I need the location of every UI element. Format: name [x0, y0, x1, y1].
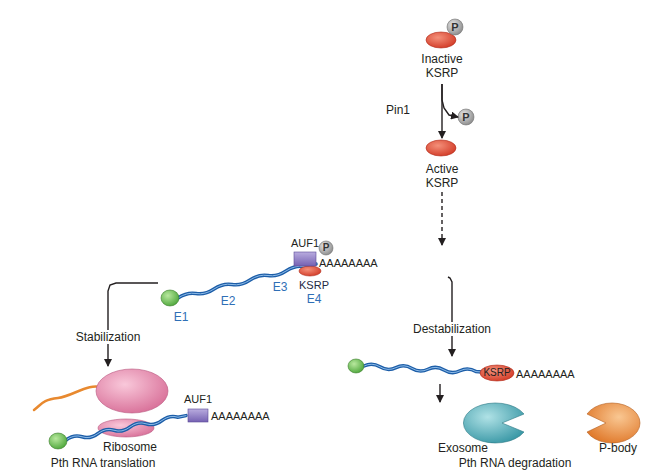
node-text: P: [458, 110, 474, 124]
phosphate-group: P: [447, 19, 463, 35]
ribosome: Ribosome: [88, 366, 172, 454]
ksrp-protein: Inactive KSRP P: [414, 16, 470, 84]
mrna-cap: [161, 290, 179, 306]
mrna-cap: [49, 433, 67, 449]
mrna-highlight: [178, 264, 316, 298]
phosphate-group: P: [458, 109, 474, 125]
arrow-connector: [448, 277, 452, 356]
node-text: P-body: [590, 441, 646, 455]
ksrp-protein: KSRP: [480, 366, 514, 380]
arrow-connector: [439, 384, 440, 402]
node-text: Inactive KSRP: [414, 52, 470, 80]
node-text: AAAAAAAA: [211, 409, 287, 423]
phosphate-group: P: [319, 241, 333, 255]
auf1-protein: AUF1: [182, 392, 214, 422]
exosome-shape: [463, 403, 524, 443]
node-text: AUF1: [182, 392, 214, 406]
node-text: Exosome: [433, 441, 493, 455]
ksrp-protein: Active KSRP: [414, 138, 470, 192]
mrna-cap: [348, 359, 364, 373]
ksrp-protein: KSRP: [294, 266, 334, 292]
edge-label: Stabilization: [58, 330, 158, 344]
ksrp-protein: [426, 140, 456, 156]
caption-text: Pth RNA degradation: [445, 456, 585, 470]
phosphate-sphere: [458, 109, 474, 125]
ksrp-protein: [480, 365, 514, 381]
p-body: P-body: [580, 402, 646, 456]
mrna-highlight: [364, 364, 482, 372]
phosphate-sphere: [447, 19, 463, 35]
node-text: Active KSRP: [414, 162, 470, 190]
node-text: AAAAAAAA: [516, 367, 586, 381]
arrow-connector: [108, 283, 158, 366]
edge-label: Destabilization: [395, 322, 509, 336]
auf1-protein: AUF1: [290, 236, 320, 266]
node-text: E1: [166, 310, 196, 324]
node-text: P: [319, 241, 333, 255]
node-text: AUF1: [290, 236, 320, 250]
mrna-strand: [178, 264, 316, 298]
p-body-shape: [587, 403, 640, 443]
mrna-transcript: E1E2E3E4AAAAAAAAAUF1PKSRP: [158, 245, 448, 326]
exosome: Exosome: [430, 402, 542, 456]
node-text: E4: [299, 292, 329, 306]
ribosome-large-subunit: [96, 369, 168, 413]
mrna-strand: [364, 364, 482, 372]
mrna-strand: [66, 416, 186, 440]
arrow-connector: [441, 192, 442, 245]
node-text: E2: [213, 294, 243, 308]
arrow-connector: [442, 84, 458, 117]
caption-text: Pth RNA translation: [33, 456, 173, 470]
phosphate-sphere: [319, 241, 333, 255]
auf1-protein: [188, 409, 208, 422]
node-text: KSRP: [480, 366, 514, 380]
mrna-highlight: [66, 416, 186, 440]
node-text: AAAAAAAA: [319, 256, 399, 270]
ksrp-protein: [299, 266, 321, 276]
edge-label: Pin1: [370, 103, 426, 117]
mrna-transcript: AAAAAAAA AUF1: [48, 392, 288, 444]
node-text: P: [447, 20, 463, 34]
auf1-protein: [294, 252, 316, 266]
node-text: Ribosome: [88, 440, 172, 454]
node-text: KSRP: [294, 278, 334, 292]
nascent-peptide: [34, 387, 104, 410]
mrna-transcript: AAAAAAAAKSRP: [346, 356, 586, 384]
node-text: E3: [265, 280, 295, 294]
